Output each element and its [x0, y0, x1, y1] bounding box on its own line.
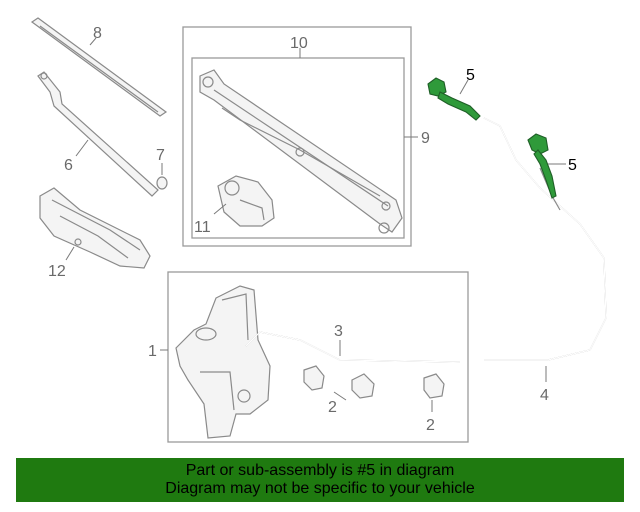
part-11-wiper-motor[interactable] [217, 175, 275, 227]
callout-12: 12 [48, 263, 66, 280]
banner-line-1: Part or sub-assembly is #5 in diagram [185, 462, 455, 479]
callout-6: 6 [64, 157, 73, 174]
part-8-wiper-blade[interactable] [30, 17, 168, 117]
part-1-washer-reservoir[interactable] [175, 285, 271, 439]
part-6-wiper-arm[interactable] [37, 71, 159, 197]
callout-3: 3 [334, 323, 343, 340]
part-2-washer-pump-b[interactable] [351, 373, 375, 399]
part-3-washer-hose[interactable] [245, 331, 461, 363]
part-7-nut[interactable] [156, 176, 168, 190]
part-12-cowl-cover[interactable] [39, 187, 151, 269]
leader-12 [65, 246, 75, 261]
leader-2a [333, 391, 347, 401]
banner-line-2: Diagram may not be specific to your vehi… [165, 480, 475, 497]
callout-8: 8 [93, 25, 102, 42]
callout-4: 4 [540, 387, 549, 404]
part-5-washer-nozzle-left[interactable] [427, 77, 481, 121]
callout-10: 10 [290, 35, 308, 52]
callout-2a: 2 [328, 399, 337, 416]
leader-5a [459, 79, 469, 95]
leader-11 [213, 203, 227, 215]
callout-7: 7 [156, 147, 165, 164]
info-banner: Part or sub-assembly is #5 in diagram Di… [16, 458, 624, 502]
part-5-washer-nozzle-right[interactable] [527, 133, 557, 199]
part-4-washer-hose[interactable] [483, 117, 607, 361]
callout-5b: 5 [568, 157, 577, 174]
callout-9: 9 [421, 130, 430, 147]
callout-11: 11 [194, 219, 211, 236]
callout-2b: 2 [426, 417, 435, 434]
callout-1: 1 [148, 343, 157, 360]
part-2-washer-pump-c[interactable] [423, 373, 445, 399]
leader-6 [75, 139, 89, 157]
leader-8 [89, 37, 97, 46]
part-2-washer-pump-a[interactable] [303, 365, 325, 391]
callout-5a: 5 [466, 67, 475, 84]
part-9-wiper-linkage[interactable] [199, 69, 403, 234]
